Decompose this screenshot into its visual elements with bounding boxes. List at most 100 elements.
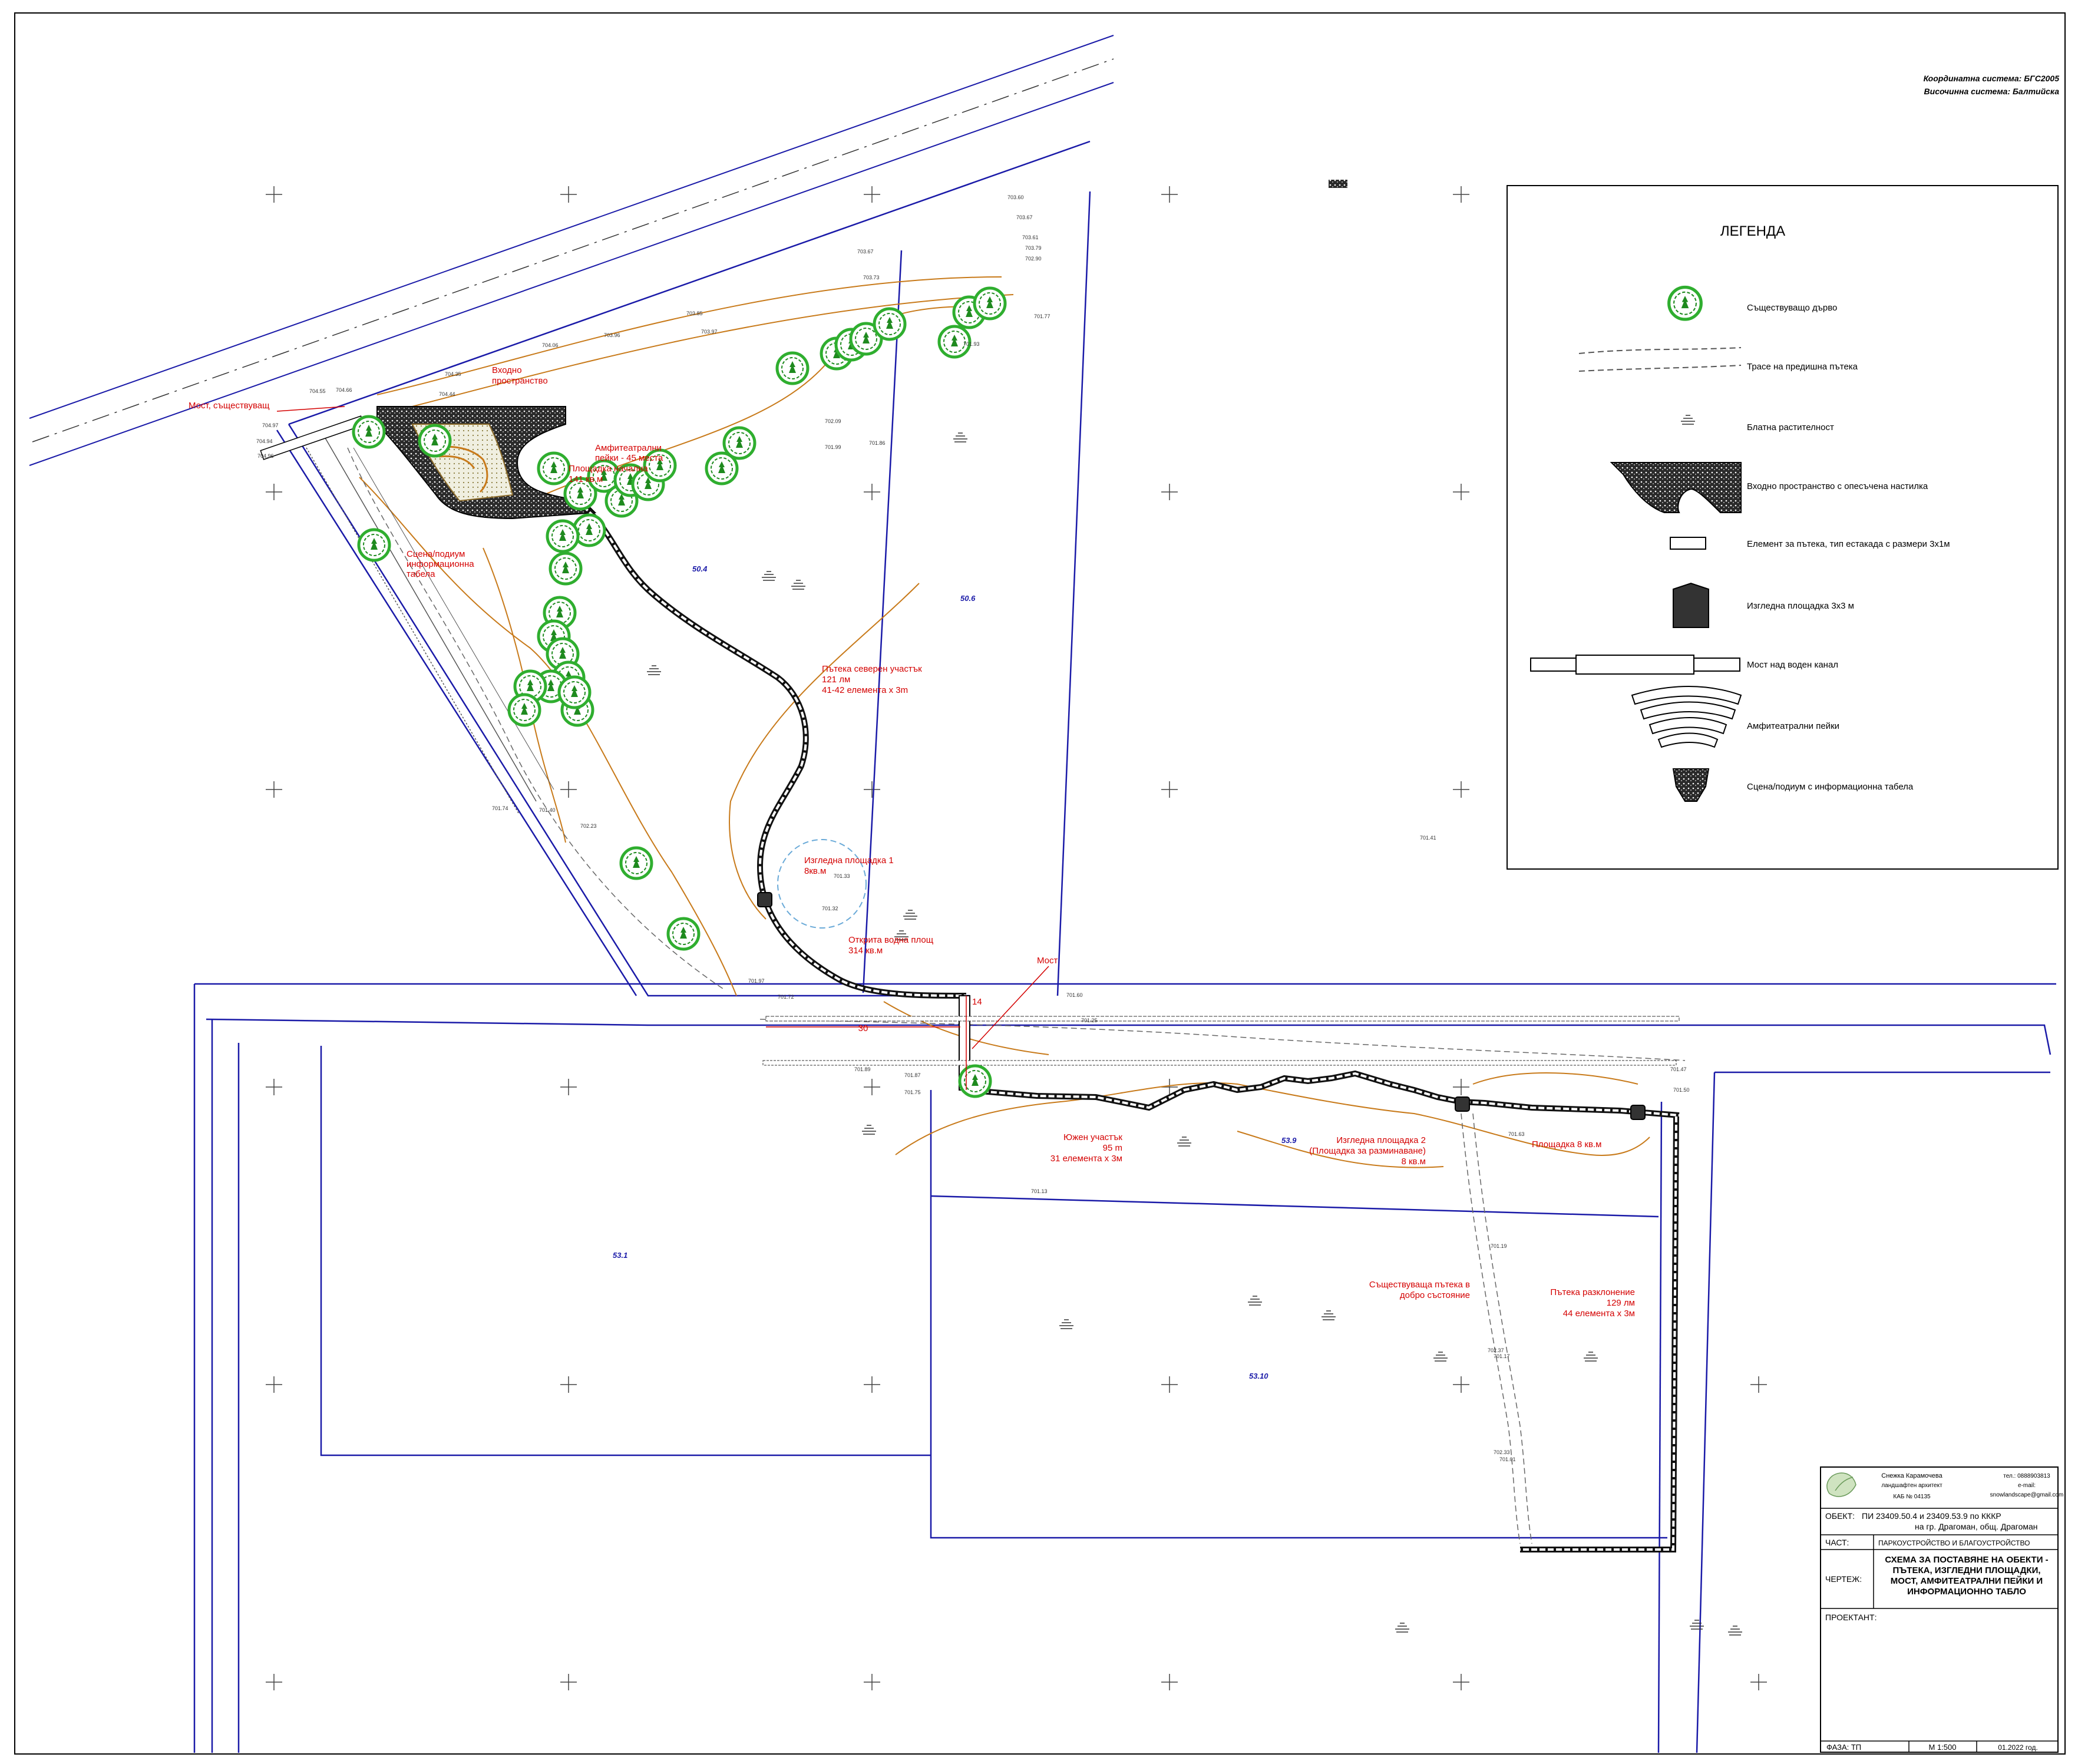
parcel-label-50-4: 50.4 <box>692 564 708 573</box>
legend-label-amphitheatre: Амфитеатрални пейки <box>1747 721 1839 731</box>
viewing-platform-icon <box>1673 582 1709 628</box>
title-block: Снежка Карамочева ландшафтен архитект КА… <box>1820 1466 2064 1753</box>
annotation-existing-bridge: Мост, съществуващ <box>189 401 269 411</box>
drawing-value-4: ИНФОРМАЦИОННО ТАБЛО <box>1907 1587 2026 1597</box>
old-path-trace-icon <box>1578 347 1742 372</box>
parcel-label-53-1: 53.1 <box>613 1251 627 1260</box>
map-marker-small <box>1329 180 1347 188</box>
branch-path <box>1520 1116 1679 1552</box>
svg-text:702.33: 702.33 <box>1494 1449 1510 1455</box>
annotation-south-path-2: 95 m <box>1103 1143 1122 1153</box>
svg-text:701.75: 701.75 <box>904 1089 921 1095</box>
stage-icon <box>1672 768 1710 802</box>
sheet-border <box>14 12 2066 1755</box>
designer-logo <box>1826 1472 1856 1497</box>
svg-text:701.41: 701.41 <box>1420 835 1436 841</box>
annotation-branch-path-3: 44 елемента х 3м <box>1563 1309 1635 1319</box>
drawing-value-3: МОСТ, АМФИТЕАТРАЛНИ ПЕЙКИ И <box>1891 1575 2043 1586</box>
dimension-14: 14 <box>966 996 982 1090</box>
svg-text:702.09: 702.09 <box>825 418 841 424</box>
legend-label-marsh: Блатна растителност <box>1747 422 1834 432</box>
object-value-1: ПИ 23409.50.4 и 23409.53.9 по КККР <box>1862 1511 2001 1521</box>
coordinate-system-line1: Координатна система: БГС2005 <box>1924 74 2060 83</box>
object-value-2: на гр. Драгоман, общ. Драгоман <box>1915 1522 2038 1531</box>
svg-text:701.17: 701.17 <box>1494 1353 1510 1359</box>
svg-text:701.99: 701.99 <box>825 444 841 450</box>
annotation-existing-path-2: добро състояние <box>1400 1290 1470 1300</box>
channel-strip <box>762 1060 1677 1066</box>
legend-title: ЛЕГЕНДА <box>1720 223 1785 239</box>
svg-text:701.25: 701.25 <box>1081 1018 1098 1023</box>
svg-text:704.35: 704.35 <box>445 371 461 377</box>
svg-text:704.55: 704.55 <box>309 388 326 394</box>
annotation-branch-path-1: Пътека разклонение <box>1550 1287 1635 1297</box>
annotation-viewpoint2-3: 8 кв.м <box>1401 1157 1426 1167</box>
legend-label-stage: Сцена/подиум с информационна табела <box>1747 782 1914 792</box>
annotation-south-path-3: 31 елемента х 3м <box>1050 1154 1122 1164</box>
svg-text:702.23: 702.23 <box>580 823 597 829</box>
path-element-icon <box>1670 537 1706 550</box>
annotation-platform8: Площадка 8 кв.м <box>1532 1139 1601 1149</box>
svg-text:703.97: 703.97 <box>701 329 718 335</box>
svg-text:703.73: 703.73 <box>863 275 880 280</box>
svg-text:702.37: 702.37 <box>1488 1347 1504 1353</box>
annotation-viewpoint1-2: 8кв.м <box>804 866 826 876</box>
svg-text:703.79: 703.79 <box>1025 245 1042 251</box>
entrance-paving-icon <box>1610 462 1742 513</box>
svg-text:703.60: 703.60 <box>1007 194 1024 200</box>
svg-text:701.74: 701.74 <box>492 805 508 811</box>
svg-text:701.87: 701.87 <box>904 1072 921 1078</box>
dimension-30: 30 <box>766 1023 960 1033</box>
annotation-entrance-1: Входно <box>492 365 522 375</box>
annotation-viewpoint1-1: Изгледна площадка 1 <box>804 855 894 866</box>
annotation-north-path-2: 121 лм <box>822 675 850 685</box>
svg-text:704.06: 704.06 <box>542 342 559 348</box>
svg-text:30: 30 <box>858 1023 868 1033</box>
annotation-north-path-1: Пътека северен участък <box>822 664 922 674</box>
annotation-amphitheatre-1: Амфитеатрални <box>595 443 662 453</box>
annotation-stage-1: Сцена/подиум <box>407 549 465 559</box>
annotation-stage-2: информационна <box>407 559 474 569</box>
legend: ЛЕГЕНДА Съществуващо дърво Трасе на пред… <box>1507 185 2059 870</box>
open-water <box>777 839 867 929</box>
annotation-amphitheatre-2: пейки - 45 места <box>595 453 663 463</box>
legend-label-viewing-platform: Изгледна площадка 3х3 м <box>1747 601 1854 611</box>
svg-text:701.86: 701.86 <box>869 440 886 446</box>
part-value: ПАРКОУСТРОЙСТВО И БЛАГОУСТРОЙСТВО <box>1878 1538 2030 1547</box>
annotation-water-2: 314 кв.м <box>848 946 883 956</box>
parcel-label-53-10: 53.10 <box>1249 1372 1268 1380</box>
svg-text:701.50: 701.50 <box>1673 1087 1690 1093</box>
viewpoint-2 <box>1455 1096 1470 1112</box>
phase: ФАЗА: ТП <box>1826 1743 1861 1752</box>
embankment <box>306 435 554 814</box>
svg-text:701.77: 701.77 <box>1034 313 1050 319</box>
bridge-icon <box>1530 655 1740 675</box>
amphitheatre-benches-icon <box>1631 686 1742 748</box>
svg-text:14: 14 <box>972 997 982 1007</box>
legend-label-old-path: Трасе на предишна пътека <box>1747 362 1858 372</box>
svg-text:704.44: 704.44 <box>439 391 455 397</box>
svg-text:701.32: 701.32 <box>822 906 838 911</box>
designer-kab: КАБ № 04135 <box>1893 1494 1931 1500</box>
svg-text:701.93: 701.93 <box>963 341 980 347</box>
annotation-water-1: Открита водна площ <box>848 935 933 945</box>
annotation-plaza-1: Площадка начална <box>569 464 648 474</box>
scale: М 1:500 <box>1929 1743 1957 1752</box>
svg-text:704.97: 704.97 <box>262 422 279 428</box>
svg-text:701.01: 701.01 <box>1499 1456 1516 1462</box>
elevation-points: 703.60 703.67 703.61 703.79 702.90 703.6… <box>256 194 1690 1462</box>
svg-text:701.72: 701.72 <box>778 994 794 1000</box>
parcel-label-50-6: 50.6 <box>960 594 976 603</box>
parcel-label-53-9: 53.9 <box>1281 1136 1297 1145</box>
legend-label-bridge: Мост над воден канал <box>1747 660 1838 670</box>
designer-email: snowlandscape@gmail.com <box>1990 1492 2064 1498</box>
legend-label-entrance: Входно пространство с опесъчена настилка <box>1747 481 1928 491</box>
annotation-plaza-2: 141 кв.м <box>569 474 603 484</box>
annotation-entrance-2: пространство <box>492 376 548 386</box>
existing-tree-icon <box>1669 287 1702 319</box>
svg-text:701.97: 701.97 <box>748 978 765 984</box>
svg-text:701.47: 701.47 <box>1670 1066 1687 1072</box>
designer-title: ландшафтен архитект <box>1881 1482 1942 1489</box>
svg-text:704.94: 704.94 <box>256 438 273 444</box>
